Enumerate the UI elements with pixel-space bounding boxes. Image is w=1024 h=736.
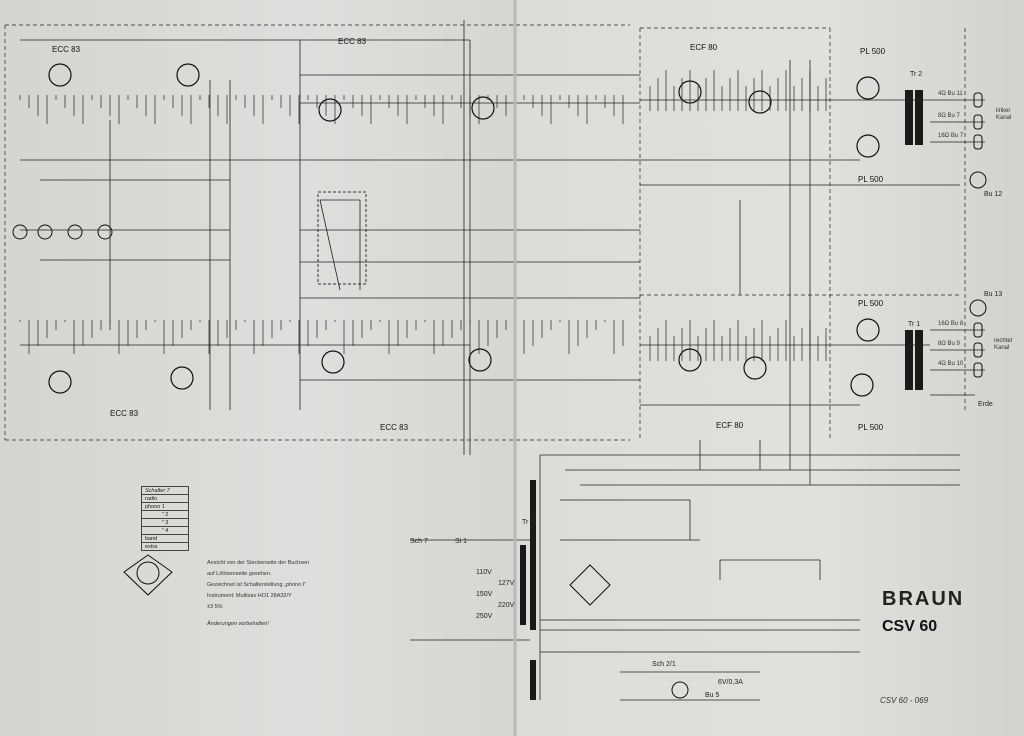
wire	[319, 199, 341, 291]
note-line: Instrument: Multizav HO1 28A32/Y	[207, 593, 292, 599]
input-socket-icon	[67, 224, 83, 240]
tube-label-ecf80: ECF 80	[716, 421, 744, 430]
lamp-label: 6V/0,3A	[718, 679, 743, 686]
tube-socket-diagram-icon	[123, 554, 173, 596]
model-name: CSV 60	[882, 618, 938, 635]
rectifier-bridge-icon	[569, 564, 611, 606]
table-row: " 2	[141, 510, 189, 519]
transformer-core	[915, 90, 923, 145]
tube-socket-diagram-icon	[136, 561, 160, 585]
tube-label-ecc83: ECC 83	[52, 45, 81, 54]
switch-position-table: Schalter 7 radio phono 1 " 2 " 3 " 4 ban…	[141, 486, 189, 551]
right-channel-label: rechter Kanal	[994, 338, 1013, 351]
transformer-core	[530, 660, 536, 700]
table-row: band	[141, 534, 189, 543]
transformer-label: Tr 2	[910, 71, 922, 78]
vacuum-tube-icon	[176, 63, 200, 87]
vacuum-tube-icon	[170, 366, 194, 390]
switch-label: Sch 7	[410, 538, 428, 545]
speaker-terminal-label: 4Ω Bu 11	[938, 91, 963, 97]
switch-box	[317, 191, 367, 285]
transformer-core	[905, 90, 913, 145]
socket-label: Bu 5	[705, 692, 720, 699]
transformer-core	[530, 480, 536, 630]
vacuum-tube-icon	[471, 96, 495, 120]
transformer-label: Tr 3	[522, 519, 534, 526]
tube-label-pl500: PL 500	[858, 299, 884, 308]
tube-label-ecf80: ECF 80	[690, 43, 718, 52]
voltage-label: 150V	[476, 591, 493, 598]
vacuum-tube-icon	[321, 350, 345, 374]
input-socket-icon	[97, 224, 113, 240]
din-socket-icon	[969, 171, 987, 189]
vacuum-tube-icon	[856, 134, 880, 158]
tube-label-pl500: PL 500	[858, 175, 884, 184]
vacuum-tube-icon	[748, 90, 772, 114]
notes: Ansicht von der Steckerseite der Buchsen…	[207, 558, 309, 630]
tube-label-ecc83: ECC 83	[380, 423, 409, 432]
table-row: phono 1	[141, 502, 189, 511]
transformer-label: Tr 1	[908, 321, 920, 328]
transformer-core	[905, 330, 913, 390]
voltage-label: 220V	[498, 602, 515, 609]
table-header: Schalter 7	[141, 486, 189, 495]
vacuum-tube-icon	[743, 356, 767, 380]
socket-label: Bu 13	[984, 291, 1002, 298]
vacuum-tube-icon	[48, 370, 72, 394]
table-row: " 3	[141, 518, 189, 527]
input-socket-icon	[12, 224, 28, 240]
vacuum-tube-icon	[48, 63, 72, 87]
vacuum-tube-icon	[468, 348, 492, 372]
tube-label-pl500: PL 500	[860, 47, 886, 56]
vacuum-tube-icon	[856, 76, 880, 100]
left-channel-label: linker Kanal	[996, 108, 1012, 121]
brand-logo: BRAUN	[882, 588, 965, 610]
note-line: auf Lötösenseite gesehen.	[207, 571, 272, 577]
fuse-label: Si 1	[455, 538, 467, 545]
tube-label-ecc83: ECC 83	[338, 37, 367, 46]
speaker-terminal-label: 8Ω Bu 9	[938, 341, 960, 347]
tube-label-ecc83: ECC 83	[110, 409, 139, 418]
voltage-label: 110V	[476, 569, 492, 576]
din-socket-icon	[969, 299, 987, 317]
note-line: Ansicht von der Steckerseite der Buchsen	[207, 560, 310, 566]
table-row: " 4	[141, 526, 189, 535]
speaker-terminal-label: 16Ω Bu 8	[938, 321, 964, 327]
din-socket-icon	[671, 681, 689, 699]
ground-label: Erde	[978, 401, 993, 408]
speaker-terminal-label: 8Ω Bu 7	[938, 113, 960, 119]
input-socket-icon	[37, 224, 53, 240]
vacuum-tube-icon	[318, 98, 342, 122]
vacuum-tube-icon	[850, 373, 874, 397]
tube-label-pl500: PL 500	[858, 423, 884, 432]
socket-label: Bu 12	[984, 191, 1002, 198]
voltage-label: 127V	[498, 580, 515, 587]
switch-label: Sch 2/1	[652, 661, 676, 668]
voltage-label: 250V	[476, 613, 493, 620]
note-line: Gezeichnet ist Schalterstellung „phono I…	[207, 582, 307, 588]
note-line: ±3 5%	[207, 604, 223, 610]
note-line: Änderungen vorbehalten!	[207, 621, 269, 627]
table-row: radio	[141, 494, 189, 503]
transformer-core	[915, 330, 923, 390]
speaker-terminal-label: 16Ω Bu 7	[938, 133, 964, 139]
speaker-terminal-label: 4Ω Bu 10	[938, 361, 964, 367]
vacuum-tube-icon	[856, 318, 880, 342]
drawing-code: CSV 60 - 069	[880, 696, 929, 705]
table-row: extra	[141, 542, 189, 551]
transformer-core	[520, 545, 526, 625]
